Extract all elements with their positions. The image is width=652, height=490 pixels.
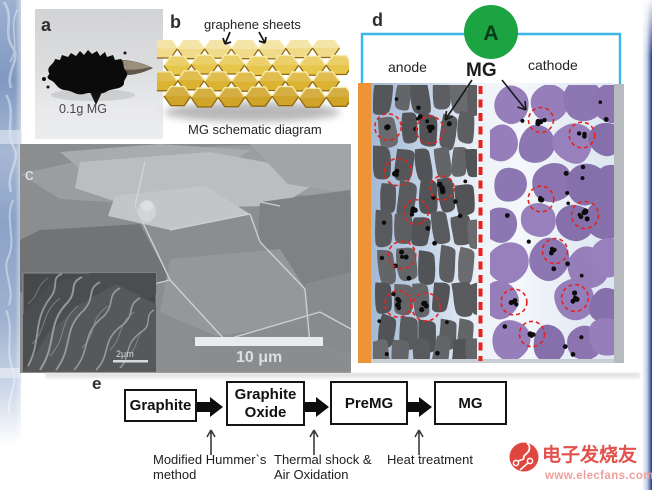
svg-text:c: c <box>25 165 34 184</box>
svg-text:2μm: 2μm <box>116 349 134 359</box>
svg-text:10 μm: 10 μm <box>236 349 282 366</box>
svg-text:A: A <box>483 22 498 45</box>
svg-text:电子发烧友: 电子发烧友 <box>542 443 637 466</box>
svg-text:www.elecfans.com: www.elecfans.com <box>544 470 652 482</box>
svg-text:0.1g MG: 0.1g MG <box>59 102 107 116</box>
